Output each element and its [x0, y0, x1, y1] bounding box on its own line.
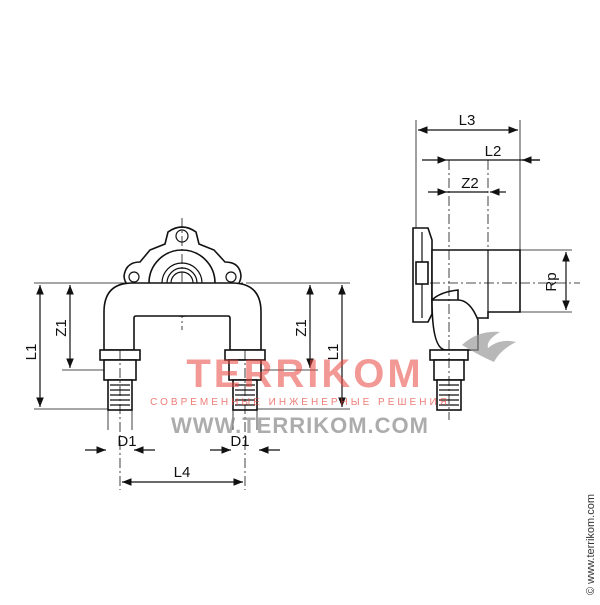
dim-l3: L3: [418, 112, 518, 134]
label-d1-left: D1: [117, 433, 136, 450]
label-l4: L4: [174, 464, 191, 481]
dim-rp: Rp: [543, 252, 570, 310]
label-z1-left: Z1: [53, 319, 70, 337]
dim-z1-right: Z1: [293, 285, 314, 368]
u-body: [103, 282, 262, 351]
dim-l2: L2: [422, 143, 540, 164]
label-z2: Z2: [461, 175, 479, 192]
side-view: L3 L2 Z2 Rp: [412, 112, 580, 420]
label-l1-right: L1: [325, 344, 342, 361]
watermark-url: WWW.TERRIKOM.COM: [171, 413, 429, 438]
front-view: L1 Z1 Z1 L1 D1 D1: [23, 218, 350, 490]
dim-l1-right: L1: [325, 285, 346, 407]
label-l3: L3: [459, 112, 476, 129]
label-rp: Rp: [543, 272, 560, 291]
side-copyright: © www.terrikom.com: [585, 494, 597, 595]
wings-logo-icon: [462, 331, 516, 362]
watermark-brand: TERRIKOM: [186, 352, 423, 396]
dim-z2: Z2: [428, 175, 506, 196]
label-d1-right: D1: [230, 433, 249, 450]
dim-z1-left: Z1: [53, 285, 74, 368]
label-l2: L2: [485, 143, 502, 160]
dim-d1-right: D1: [210, 433, 280, 454]
watermark: TERRIKOM СОВРЕМЕННЫЕ ИНЖЕНЕРНЫЕ РЕШЕНИЯ …: [150, 331, 516, 438]
dim-d1-left: D1: [85, 433, 155, 454]
dim-l1-left: L1: [23, 285, 44, 407]
dim-l4: L4: [122, 464, 243, 486]
label-l1-left: L1: [23, 344, 40, 361]
label-z1-right: Z1: [293, 319, 310, 337]
watermark-subtitle: СОВРЕМЕННЫЕ ИНЖЕНЕРНЫЕ РЕШЕНИЯ: [150, 397, 450, 408]
